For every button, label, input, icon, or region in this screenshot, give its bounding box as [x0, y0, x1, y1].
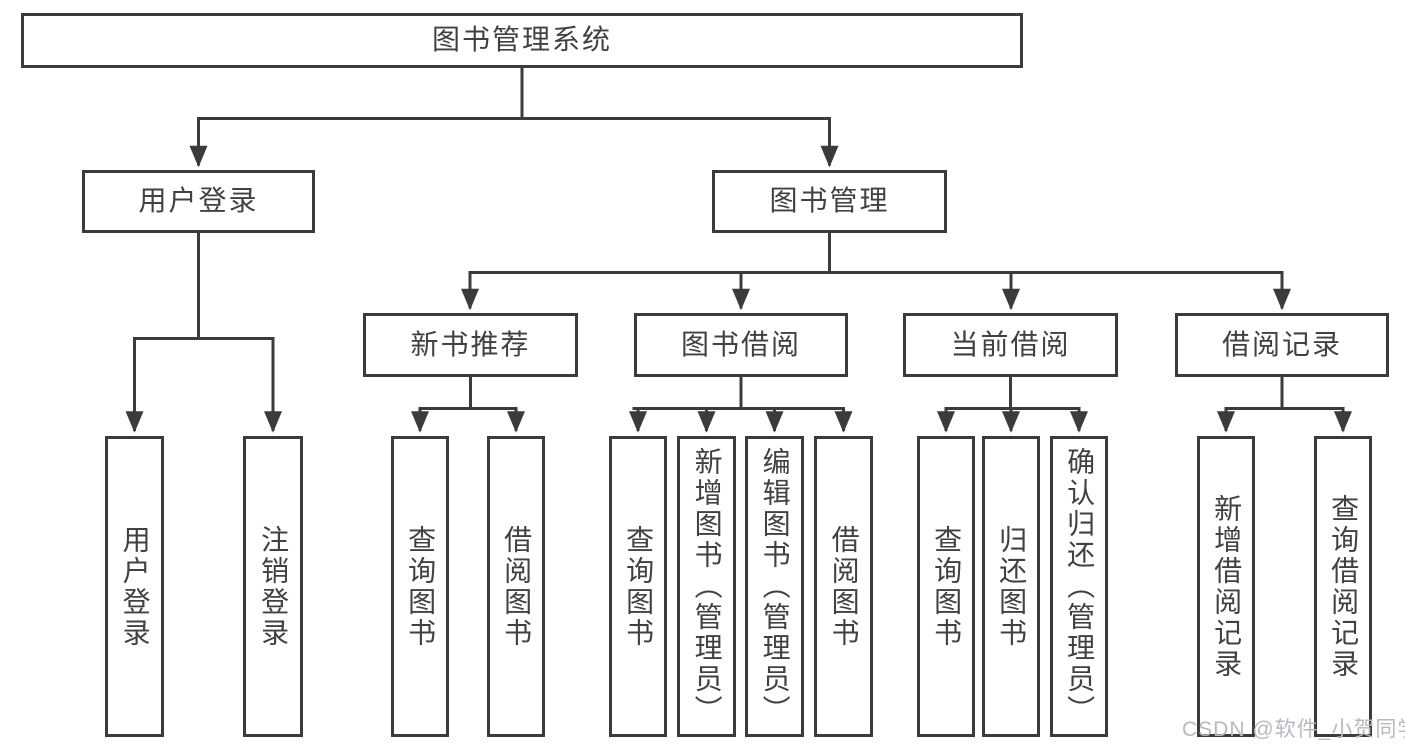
csdn-watermark: CSDN @软件_小贺同学	[1182, 718, 1405, 741]
node-system-root: 图书管理系统	[21, 13, 1023, 68]
leaf-confirm-return-admin: 确认归还（管理员）	[1050, 436, 1108, 737]
node-book-borrow: 图书借阅	[634, 313, 848, 377]
leaf-edit-book-admin: 编辑图书（管理员）	[745, 436, 804, 737]
connector-bus-lines	[133, 68, 1345, 410]
leaf-add-borrow-record: 新增借阅记录	[1197, 436, 1255, 737]
leaf-borrow-books-1: 借阅图书	[487, 436, 545, 737]
node-user-login: 用户登录	[82, 170, 315, 233]
leaf-return-books: 归还图书	[982, 436, 1040, 737]
leaf-logout: 注销登录	[243, 436, 303, 737]
node-new-book-recommend: 新书推荐	[363, 313, 578, 377]
node-borrow-records: 借阅记录	[1175, 313, 1389, 377]
node-book-management: 图书管理	[712, 170, 947, 233]
leaf-query-books-3: 查询图书	[917, 436, 975, 737]
leaf-query-books-1: 查询图书	[391, 436, 449, 737]
leaf-query-borrow-record: 查询借阅记录	[1314, 436, 1372, 737]
node-current-borrow: 当前借阅	[903, 313, 1118, 377]
leaf-add-book-admin: 新增图书（管理员）	[677, 436, 736, 737]
leaf-query-books-2: 查询图书	[609, 436, 667, 737]
leaf-borrow-books-2: 借阅图书	[814, 436, 873, 737]
leaf-user-login: 用户登录	[105, 436, 164, 737]
